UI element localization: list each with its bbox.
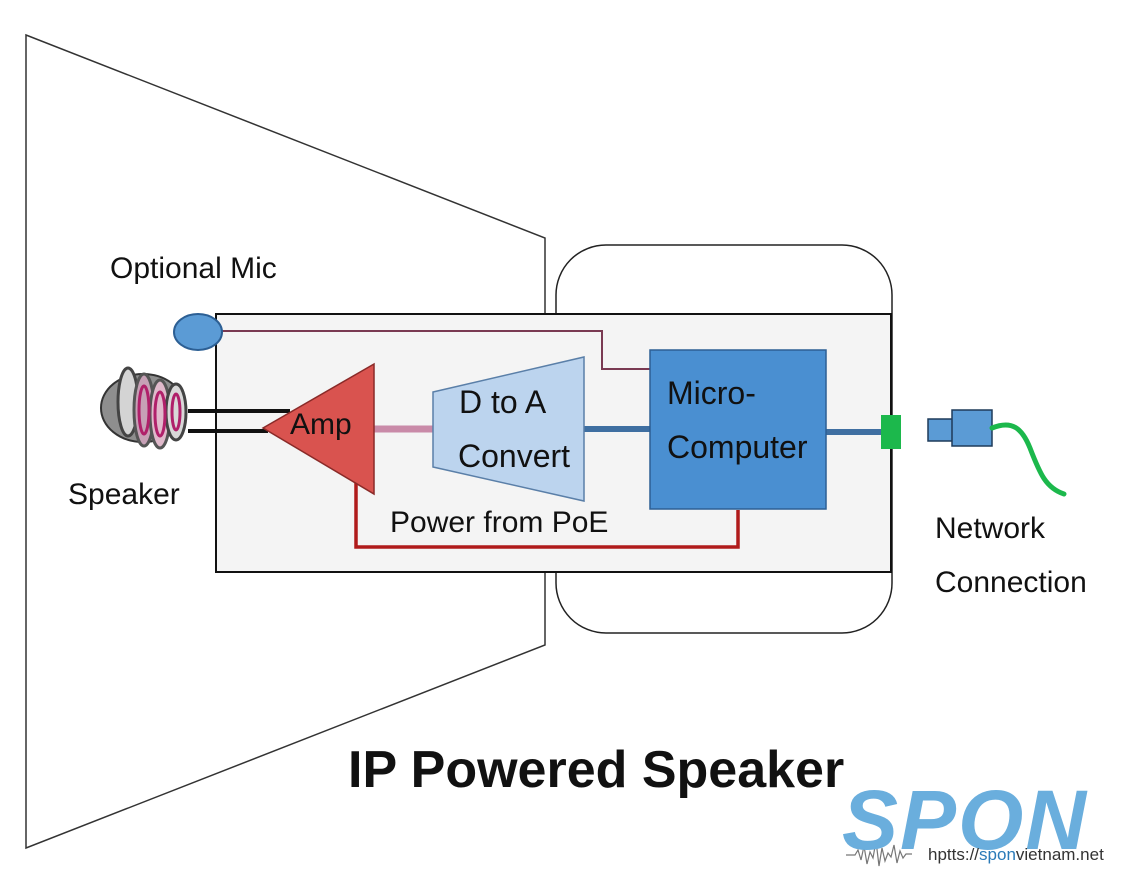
optional-mic-label: Optional Mic [110, 252, 277, 285]
mic-signal-line [222, 330, 650, 370]
dac-label-line1: D to A [459, 384, 547, 420]
power-label: Power from PoE [390, 506, 609, 539]
amp-block [261, 362, 375, 496]
micro-label-line1: Micro- [667, 375, 756, 411]
micro-computer-block [649, 349, 827, 510]
watermark-url-highlight: spon [979, 845, 1016, 864]
watermark-url: hptts://sponvietnam.net [928, 845, 1104, 865]
dac-label-line2: Convert [458, 438, 571, 474]
watermark-url-suffix: vietnam.net [1015, 845, 1104, 864]
network-label-line1: Network [935, 512, 1046, 545]
dac-block [432, 356, 585, 502]
speaker-coil-icon [100, 366, 188, 450]
watermark-waveform-icon [846, 840, 912, 867]
mic-icon [173, 313, 223, 351]
power-line [354, 479, 740, 549]
micro-label-line2: Computer [667, 429, 808, 465]
network-plug-tip [927, 418, 955, 442]
network-plug-body [951, 409, 993, 447]
amp-label: Amp [290, 408, 352, 441]
speaker-label: Speaker [68, 478, 180, 511]
network-port [881, 415, 901, 449]
network-cable [989, 422, 1067, 497]
network-label-line2: Connection [935, 566, 1087, 599]
watermark-url-prefix: hptts:// [928, 845, 980, 864]
watermark-brand: SPON [842, 773, 1089, 867]
diagram-title: IP Powered Speaker [348, 741, 845, 799]
